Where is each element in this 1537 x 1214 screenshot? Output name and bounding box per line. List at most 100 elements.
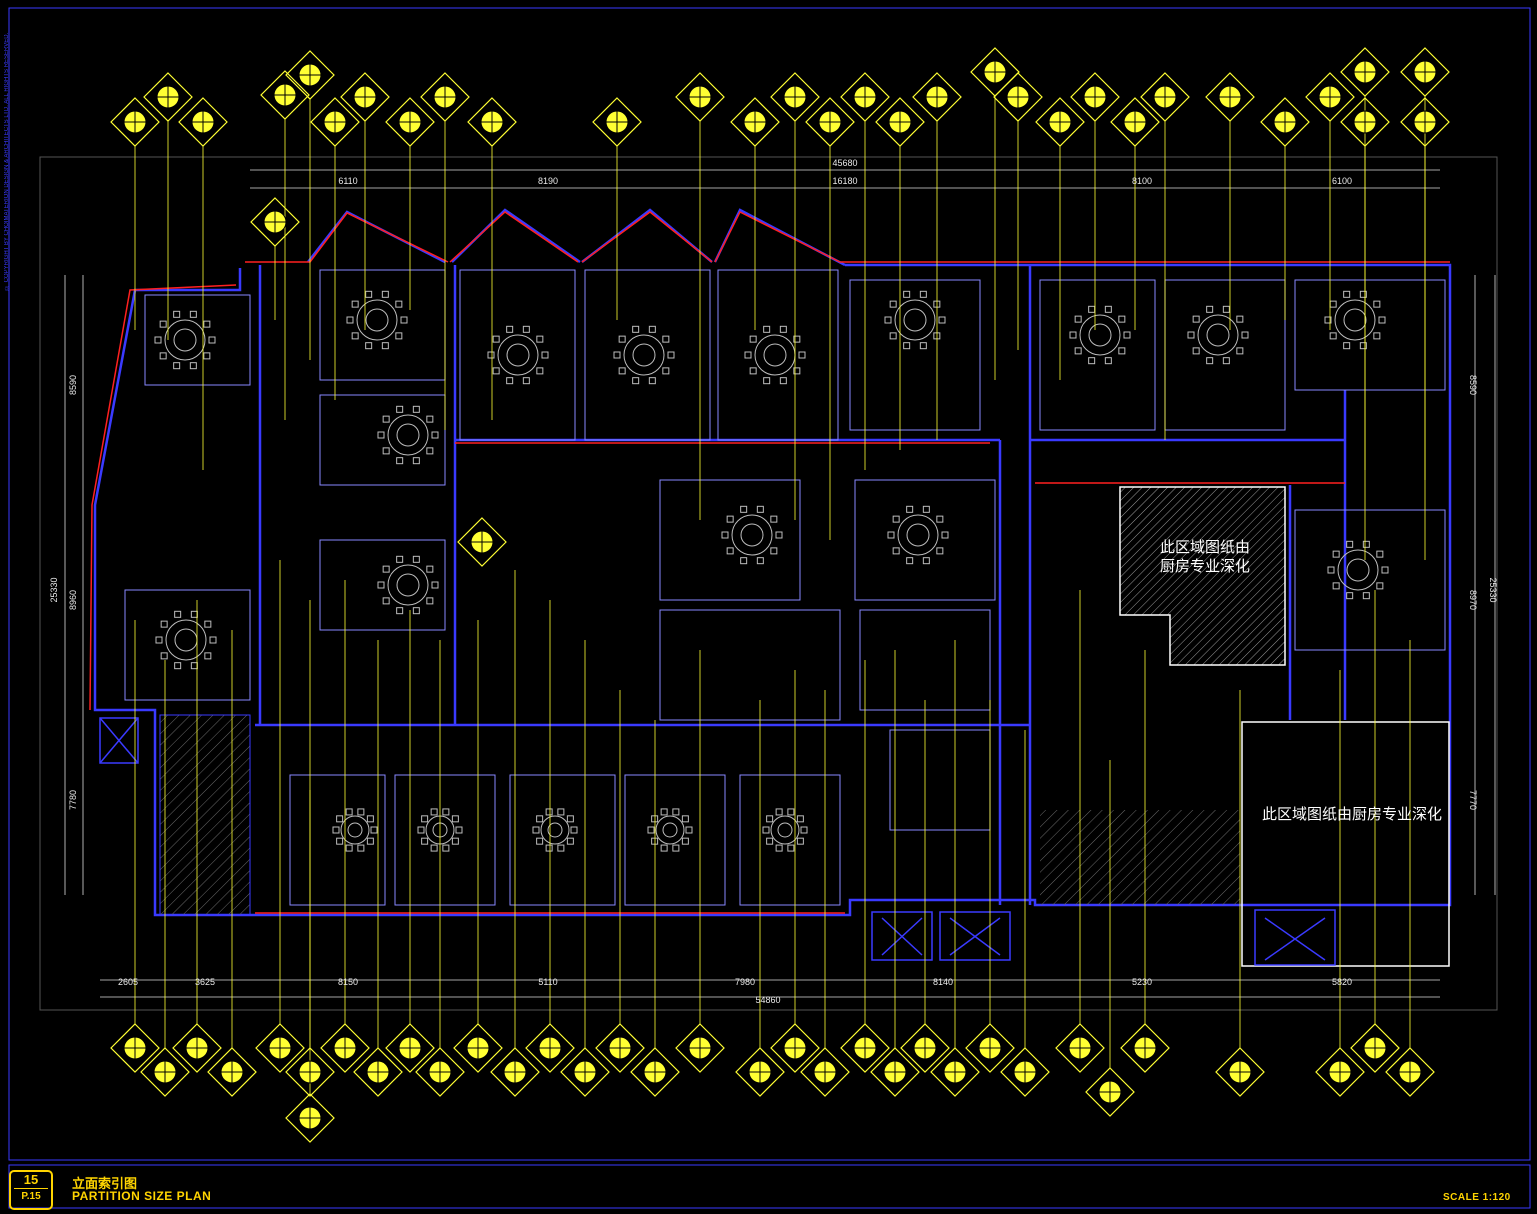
elevation-index-symbol (110, 1023, 160, 1073)
elevation-index-symbol (930, 1047, 980, 1097)
elevation-index-symbol (255, 1023, 305, 1073)
elevation-index-symbol (675, 72, 725, 122)
dimension-lines (64, 169, 1496, 998)
round-table (762, 808, 808, 852)
elevation-index-symbol (912, 72, 962, 122)
dim-bottom-5: 7980 (735, 977, 755, 987)
elevation-index-symbol (595, 1023, 645, 1073)
elevation-index-symbol (1070, 72, 1120, 122)
dim-bottom-1: 2605 (118, 977, 138, 987)
elevation-index-symbol (1385, 1047, 1435, 1097)
elevation-index-symbol (178, 97, 228, 147)
round-table (154, 310, 216, 370)
elevation-index-symbol (1340, 47, 1390, 97)
elevation-index-symbol (1205, 72, 1255, 122)
title-strip (8, 1164, 1531, 1209)
room-partitions (124, 269, 1446, 906)
round-table (887, 505, 949, 565)
elevation-index-symbol (800, 1047, 850, 1097)
round-table (613, 325, 675, 385)
elevation-index-symbol (1085, 1067, 1135, 1117)
index-leader-lines (134, 96, 1426, 1094)
elevation-index-symbol (1215, 1047, 1265, 1097)
round-table (532, 808, 578, 852)
dim-bottom-3: 8150 (338, 977, 358, 987)
round-table (1187, 305, 1249, 365)
elevation-index-symbol (1305, 72, 1355, 122)
elevation-index-symbol (250, 197, 300, 247)
elevation-index-symbol (285, 1047, 335, 1097)
elevation-index-symbol (490, 1047, 540, 1097)
elevation-index-symbol (1340, 97, 1390, 147)
elevation-index-symbol (385, 97, 435, 147)
dim-bottom-6: 8140 (933, 977, 953, 987)
dim-top-5: 6100 (1332, 176, 1352, 186)
dim-bottom-total: 54860 (755, 995, 780, 1005)
elevation-index-symbol (965, 1023, 1015, 1073)
dim-bottom-8: 5820 (1332, 977, 1352, 987)
elevation-index-symbols (110, 47, 1450, 1143)
kitchen-zone-note-1-line2: 厨房专业深化 (1160, 558, 1251, 575)
elevation-index-symbol (730, 97, 780, 147)
elevation-index-symbol (630, 1047, 680, 1097)
round-table (1324, 290, 1386, 350)
round-table (487, 325, 549, 385)
elevation-index-symbol (870, 1047, 920, 1097)
dim-top-1: 6110 (338, 176, 357, 186)
dim-top-3: 16180 (832, 176, 857, 186)
round-table (1069, 305, 1131, 365)
elevation-index-symbol (1400, 47, 1450, 97)
elevation-index-symbol (1110, 97, 1160, 147)
elevation-index-symbol (140, 1047, 190, 1097)
elevation-index-symbol (467, 97, 517, 147)
elevation-index-symbol (285, 1093, 335, 1143)
elevation-index-symbol (320, 1023, 370, 1073)
sheet-number: 15 (14, 1172, 48, 1189)
elevation-index-symbol (1260, 97, 1310, 147)
kitchen-zone-note-2: 此区域图纸由厨房专业深化 (1262, 806, 1443, 823)
elevation-index-symbol (592, 97, 642, 147)
dim-top-total: 45680 (832, 158, 857, 168)
dim-left-1: 8590 (68, 375, 78, 395)
kitchen-zone-note-1-line1: 此区域图纸由 (1160, 539, 1251, 556)
dim-right-total: 25330 (1488, 577, 1498, 602)
elevation-index-symbol (525, 1023, 575, 1073)
elevation-index-symbol (1315, 1047, 1365, 1097)
dim-right-2: 8970 (1468, 590, 1478, 610)
elevation-index-symbol (110, 97, 160, 147)
elevation-index-symbol (805, 97, 855, 147)
dim-left-total: 25330 (49, 577, 59, 602)
dim-top-4: 8100 (1132, 176, 1152, 186)
elevation-index-symbol (560, 1047, 610, 1097)
elevation-index-symbol (285, 50, 335, 100)
elevation-index-symbol (260, 70, 310, 120)
elevation-index-symbol (172, 1023, 222, 1073)
dim-bottom-7: 5230 (1132, 977, 1152, 987)
elevation-index-symbol (1120, 1023, 1170, 1073)
dim-right-1: 8590 (1468, 375, 1478, 395)
elevation-index-symbol (1035, 97, 1085, 147)
elevation-index-symbol (207, 1047, 257, 1097)
sheet-number-badge: 15 P.15 (9, 1170, 53, 1210)
dim-right-3: 7770 (1468, 790, 1478, 810)
elevation-index-symbol (735, 1047, 785, 1097)
elevation-index-symbol (385, 1023, 435, 1073)
round-table (721, 505, 783, 565)
round-table (744, 325, 806, 385)
elevation-index-symbol (840, 1023, 890, 1073)
dim-bottom-4: 5110 (538, 977, 557, 987)
elevator-shafts (99, 717, 1336, 966)
elevation-index-symbol (770, 1023, 820, 1073)
elevation-index-symbol (1350, 1023, 1400, 1073)
elevation-index-symbol (457, 517, 507, 567)
elevation-index-symbol (840, 72, 890, 122)
sheet-page: P.15 (21, 1191, 41, 1202)
elevation-index-symbol (900, 1023, 950, 1073)
dim-left-3: 7780 (68, 790, 78, 810)
kitchen-zone-hatch (1119, 486, 1286, 666)
elevation-index-symbol (1000, 1047, 1050, 1097)
round-table (1327, 540, 1389, 600)
sheet-scale: SCALE 1:120 (1443, 1192, 1511, 1203)
kitchen-zone-2-frame (1241, 721, 1450, 967)
